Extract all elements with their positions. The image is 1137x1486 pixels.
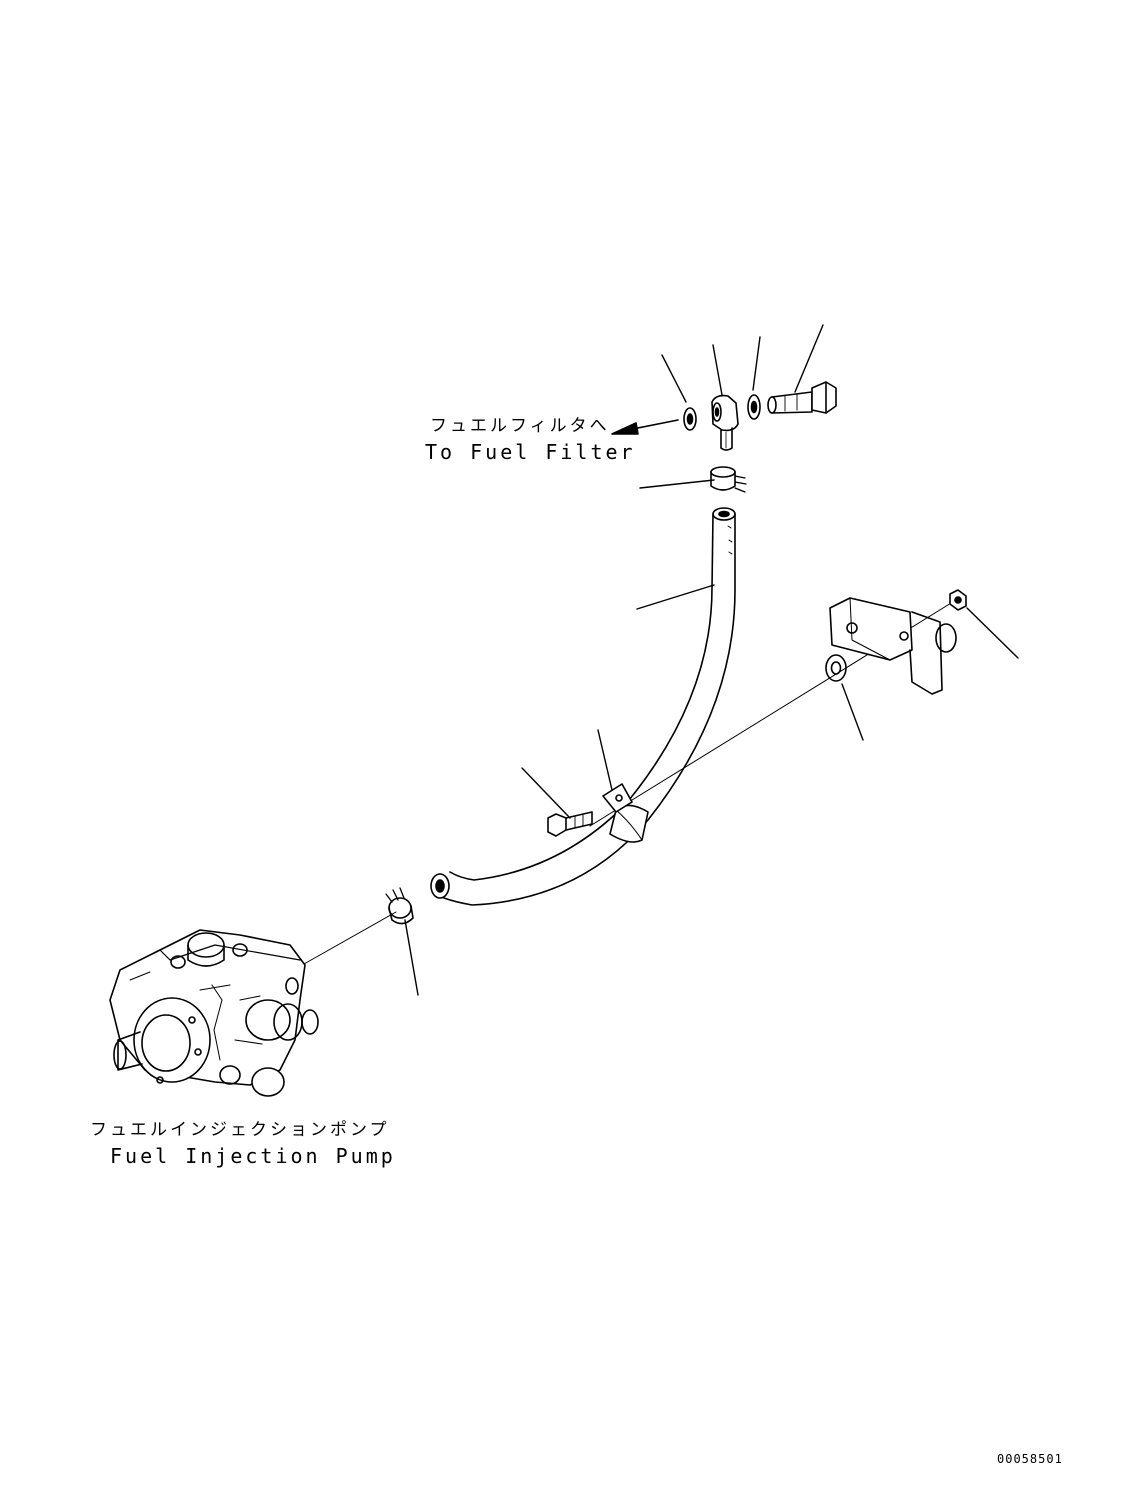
mounting-bolt: [547, 811, 593, 837]
fuel-filter-label-en: To Fuel Filter: [425, 440, 636, 464]
washer-top-left: [683, 407, 697, 431]
banjo-bolt: [767, 381, 837, 414]
fuel-hose: [430, 507, 736, 906]
flange-nut: [949, 589, 967, 611]
clip-bracket: [602, 783, 633, 813]
drawing-code: 00058501: [997, 1452, 1063, 1466]
leader-lines: [404, 324, 1019, 996]
fuel-filter-label-jp: フュエルフィルタへ: [430, 416, 610, 436]
injection-pump-label-en: Fuel Injection Pump: [110, 1144, 396, 1168]
to-filter-arrow: [611, 419, 679, 435]
washer-top-right: [747, 394, 761, 420]
assembly-lines: [303, 599, 957, 965]
hose-clamp-bottom: [385, 887, 414, 925]
washer-middle: [825, 654, 847, 682]
hose-clamp-top: [710, 466, 747, 493]
support-bracket: [829, 597, 957, 695]
eye-joint: [711, 394, 739, 451]
fuel-injection-pump: [109, 929, 319, 1097]
injection-pump-label-jp: フュエルインジェクションポンプ: [90, 1120, 390, 1140]
